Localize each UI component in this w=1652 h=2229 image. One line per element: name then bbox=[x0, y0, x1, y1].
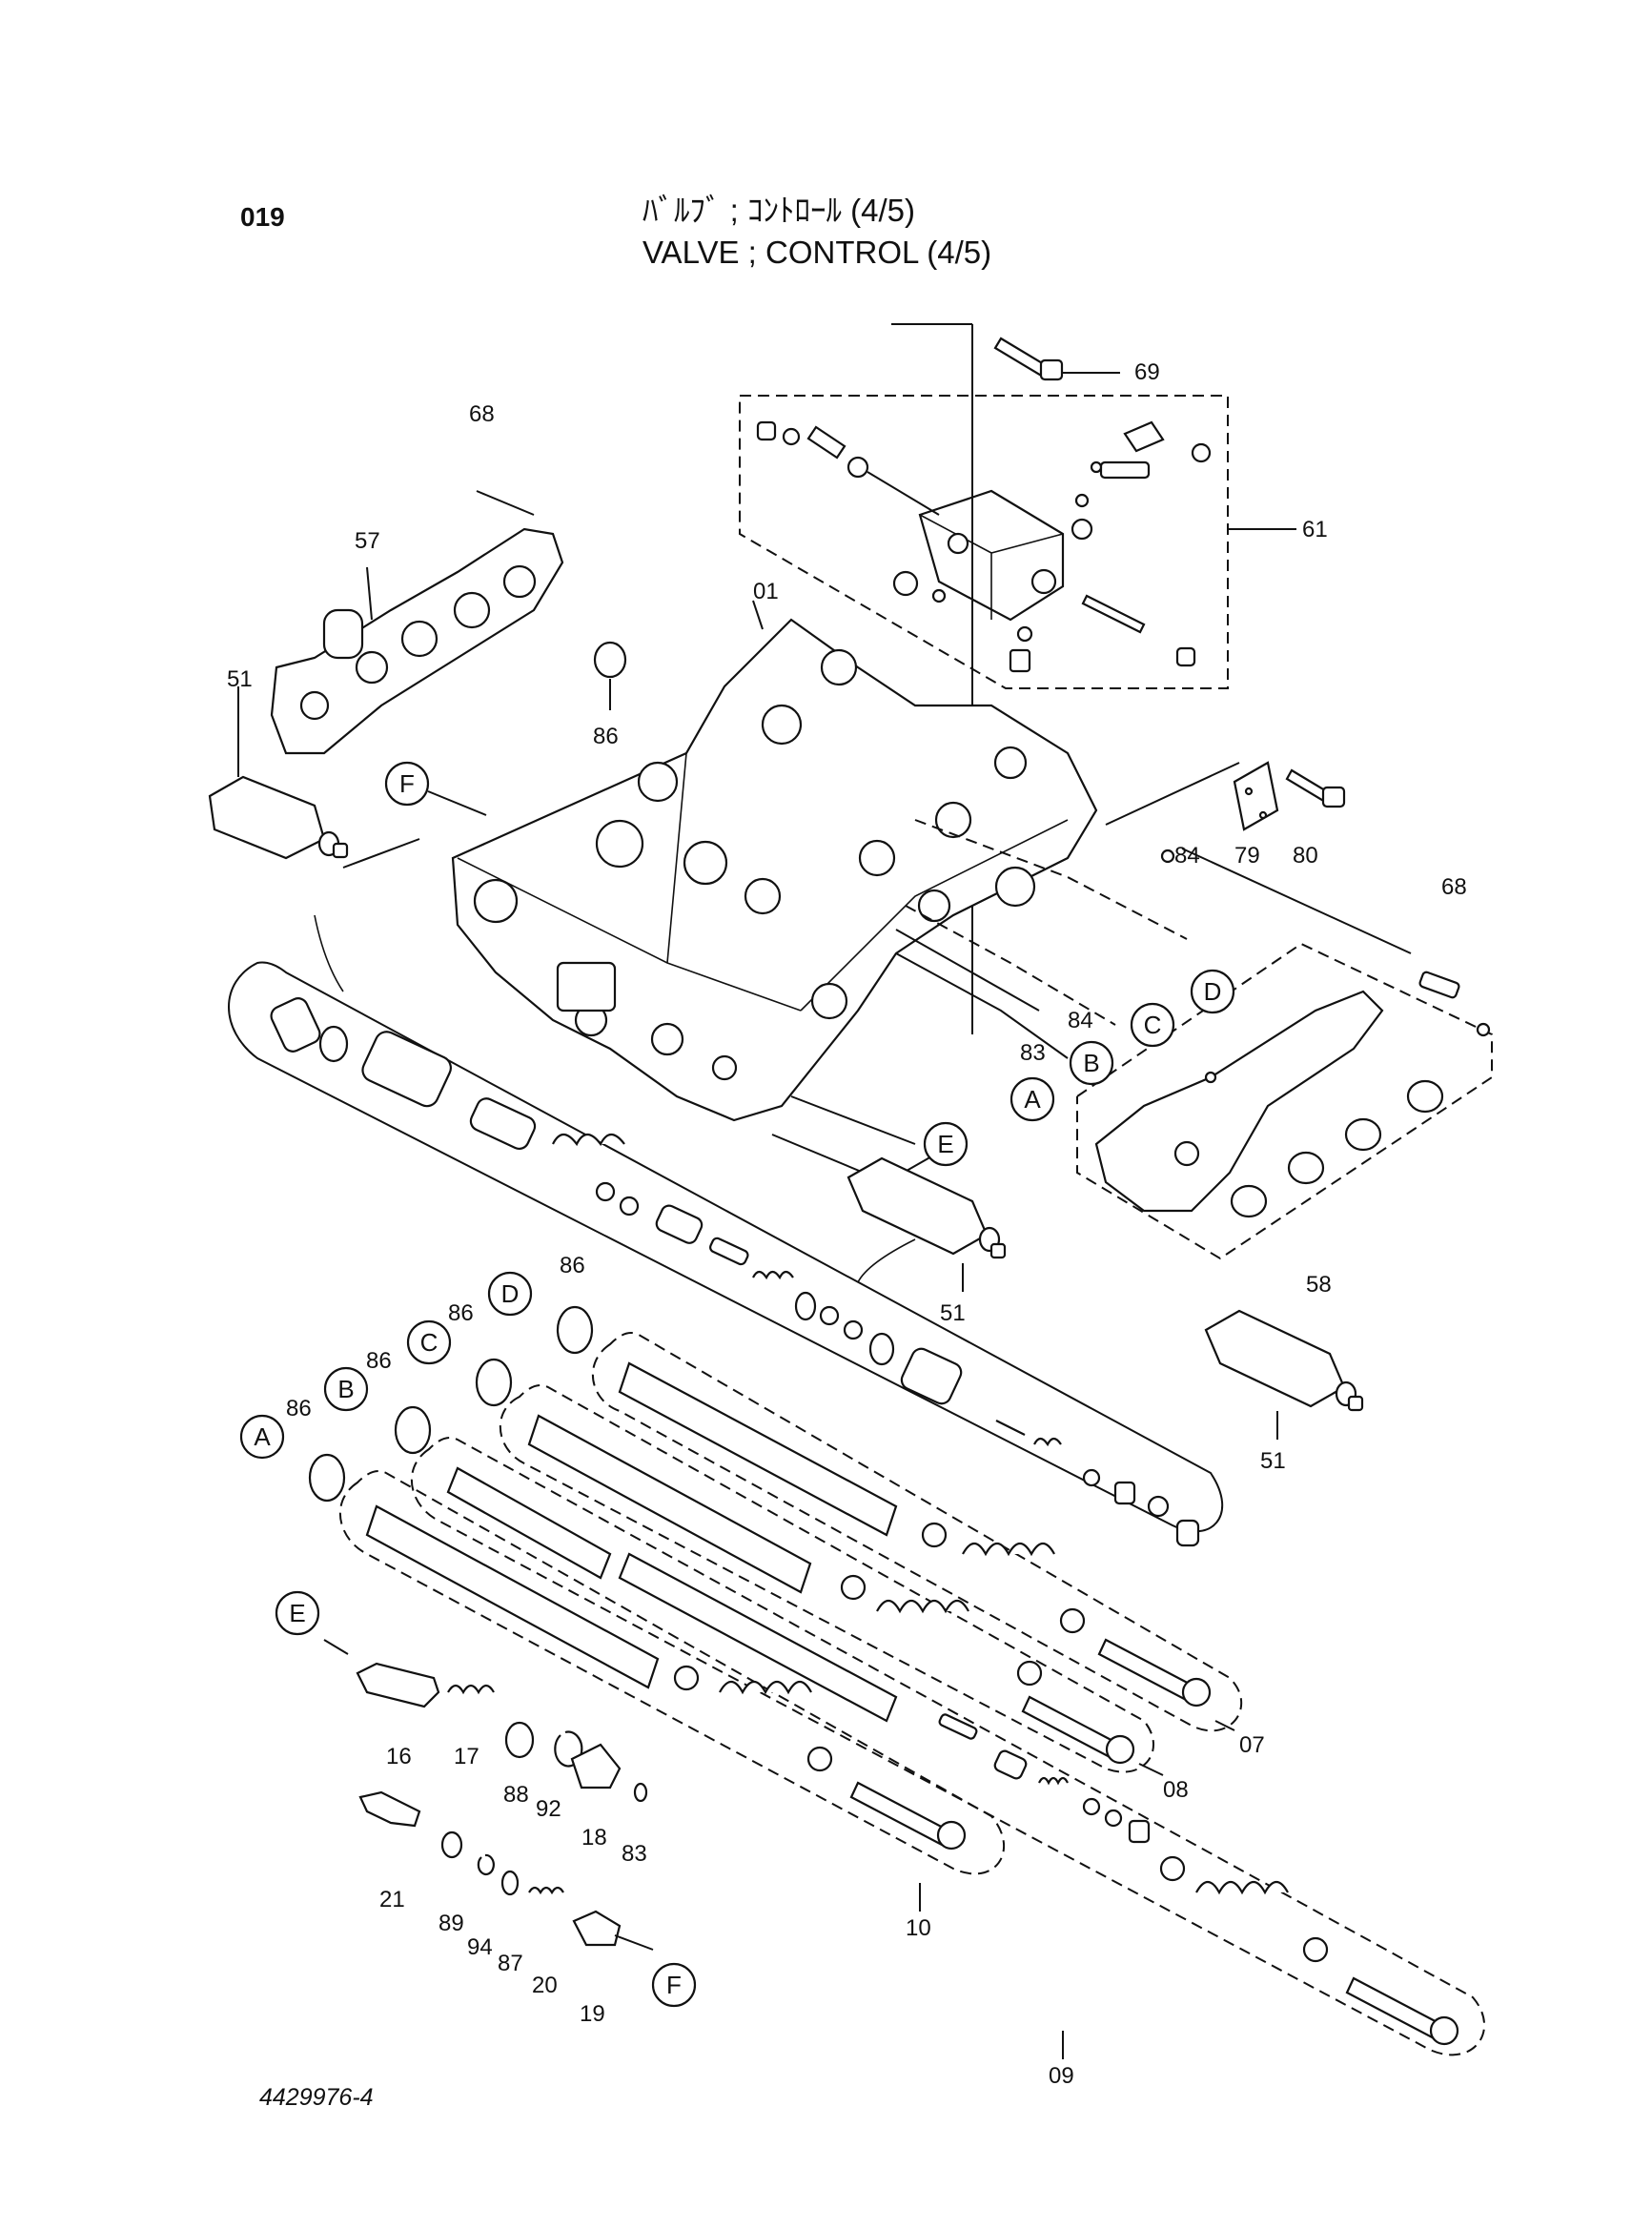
label-57: 57 bbox=[355, 528, 380, 554]
label-51-middle: 51 bbox=[940, 1300, 966, 1326]
label-68-right: 68 bbox=[1441, 874, 1467, 900]
callout-c-lower: C bbox=[420, 1328, 438, 1357]
label-51-right: 51 bbox=[1260, 1448, 1286, 1474]
label-01: 01 bbox=[753, 579, 779, 604]
label-79: 79 bbox=[1234, 843, 1260, 869]
callout-e-top: E bbox=[937, 1130, 953, 1158]
page-number: 019 bbox=[240, 202, 285, 232]
callout-f-lower: F bbox=[666, 1971, 682, 1999]
label-09: 09 bbox=[1049, 2063, 1074, 2089]
detail-parts-16-21 bbox=[323, 1639, 654, 1951]
cover-79 bbox=[1105, 761, 1346, 864]
label-69: 69 bbox=[1134, 359, 1160, 385]
label-80: 80 bbox=[1293, 843, 1318, 869]
o-rings-86-lower bbox=[308, 1305, 594, 1503]
label-84-right: 84 bbox=[1174, 843, 1200, 869]
label-86-top: 86 bbox=[593, 724, 619, 749]
label-16: 16 bbox=[386, 1744, 412, 1769]
label-07: 07 bbox=[1239, 1732, 1265, 1758]
title-japanese: ﾊﾞﾙﾌﾞ ; ｺﾝﾄﾛｰﾙ (4/5) bbox=[642, 193, 916, 228]
callout-d-top: D bbox=[1204, 977, 1222, 1006]
solenoid-51-left bbox=[208, 686, 420, 869]
callout-a-lower: A bbox=[254, 1422, 271, 1451]
label-17: 17 bbox=[454, 1744, 479, 1769]
callout-b-top: B bbox=[1083, 1049, 1099, 1077]
label-18: 18 bbox=[581, 1825, 607, 1851]
flange-58 bbox=[1076, 848, 1493, 1260]
callout-e-lower: E bbox=[289, 1599, 305, 1627]
assembly-61-group bbox=[739, 323, 1296, 1034]
label-84-lower: 84 bbox=[1068, 1008, 1093, 1033]
title-english: VALVE ; CONTROL (4/5) bbox=[642, 235, 992, 270]
label-58: 58 bbox=[1306, 1272, 1332, 1298]
label-83-upper: 83 bbox=[1020, 1040, 1046, 1066]
label-20: 20 bbox=[532, 1973, 558, 1998]
label-89: 89 bbox=[438, 1911, 464, 1936]
label-61: 61 bbox=[1302, 517, 1328, 542]
label-86-b: 86 bbox=[366, 1348, 392, 1374]
capsule-group bbox=[228, 914, 1224, 1547]
o-ring-86-top bbox=[593, 641, 627, 679]
solenoid-51-right bbox=[1204, 1309, 1364, 1440]
callout-c-top: C bbox=[1144, 1011, 1162, 1039]
plate-57 bbox=[270, 490, 564, 755]
label-86-a: 86 bbox=[286, 1396, 312, 1421]
label-94: 94 bbox=[467, 1934, 493, 1960]
label-08: 08 bbox=[1163, 1777, 1189, 1803]
label-86-d: 86 bbox=[560, 1253, 585, 1278]
spool-groups bbox=[339, 1332, 1485, 2059]
callouts: F D C B A E D C B A E F bbox=[239, 761, 1235, 2008]
label-86-c: 86 bbox=[448, 1300, 474, 1326]
label-87: 87 bbox=[498, 1951, 523, 1976]
label-92: 92 bbox=[536, 1796, 561, 1822]
label-88: 88 bbox=[503, 1782, 529, 1808]
label-21: 21 bbox=[379, 1887, 405, 1912]
label-68-top: 68 bbox=[469, 401, 495, 427]
label-19: 19 bbox=[580, 2001, 605, 2027]
callout-d-lower: D bbox=[501, 1279, 520, 1308]
label-83-lower: 83 bbox=[622, 1841, 647, 1867]
part-labels: 69 68 61 57 01 51 86 84 79 80 68 84 83 5… bbox=[227, 359, 1467, 2089]
callout-b-lower: B bbox=[337, 1375, 354, 1403]
callout-a-top: A bbox=[1024, 1085, 1041, 1114]
valve-body-01 bbox=[451, 600, 1098, 1122]
label-51-left: 51 bbox=[227, 666, 253, 692]
solenoid-51-middle bbox=[846, 1156, 1007, 1292]
label-10: 10 bbox=[906, 1915, 931, 1941]
callout-f-top: F bbox=[399, 769, 415, 798]
document-number: 4429976-4 bbox=[259, 2084, 374, 2111]
